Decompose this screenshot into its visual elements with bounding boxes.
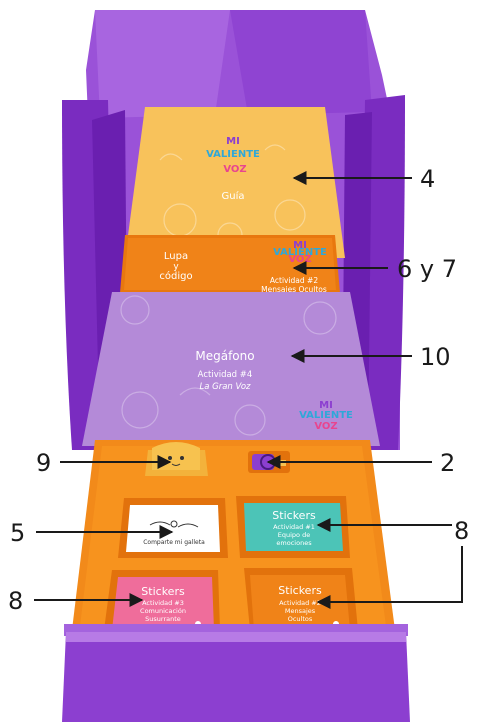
pink-activity: Actividad #3	[142, 599, 184, 607]
teal-line2: emociones	[276, 539, 312, 547]
teal-title: Stickers	[272, 509, 316, 522]
guide-title: Guía	[222, 190, 245, 202]
logo-small-line3: VOZ	[288, 254, 311, 265]
orange-line1: Mensajes	[285, 607, 316, 615]
megafono-activity: Actividad #4	[198, 370, 253, 380]
teal-activity: Actividad #1	[273, 523, 315, 531]
callout-4: 4	[420, 165, 435, 193]
pink-line2: Susurrante	[145, 615, 181, 623]
callout-8-left: 8	[8, 587, 23, 615]
sticker-pink: Stickers Actividad #3 Comunicación Susur…	[112, 577, 214, 630]
teal-line1: Equipo de	[278, 531, 310, 539]
lupa-line3: código	[159, 270, 192, 282]
megafono-subtitle: La Gran Voz	[199, 382, 251, 392]
callout-5: 5	[10, 519, 25, 547]
callout-9: 9	[36, 449, 51, 477]
logo-line1: MI	[226, 136, 240, 147]
orange-activity: Actividad #2	[279, 599, 321, 607]
logo-line2: VALIENTE	[206, 149, 260, 160]
lupa-line1: Lupa	[164, 251, 188, 262]
box-front	[62, 624, 410, 722]
pink-line1: Comunicación	[140, 607, 186, 615]
logo-mega-line2: VALIENTE	[299, 410, 353, 421]
photo-caption: Comparte mi galleta	[143, 539, 205, 546]
callout-6y7: 6 y 7	[397, 255, 457, 283]
card-photo-galleta: Comparte mi galleta	[126, 505, 220, 552]
megafono-title: Megáfono	[195, 349, 254, 363]
orange-title: Stickers	[278, 584, 322, 597]
callout-8-right: 8	[454, 517, 469, 545]
callout-2: 2	[440, 449, 455, 477]
card-lupa-codigo: Lupa y código MI VALIENTE VOZ Actividad …	[120, 235, 340, 294]
pink-title: Stickers	[141, 585, 185, 598]
orange-line2: Ocultos	[288, 615, 313, 623]
logo-mega-line3: VOZ	[314, 421, 337, 432]
sticker-teal: Stickers Actividad #1 Equipo de emocione…	[244, 503, 343, 551]
lupa-activity: Actividad #2	[270, 276, 318, 285]
card-megafono: Megáfono Actividad #4 La Gran Voz MI VAL…	[82, 292, 380, 446]
logo-line3: VOZ	[223, 164, 246, 175]
callout-10: 10	[420, 343, 451, 371]
